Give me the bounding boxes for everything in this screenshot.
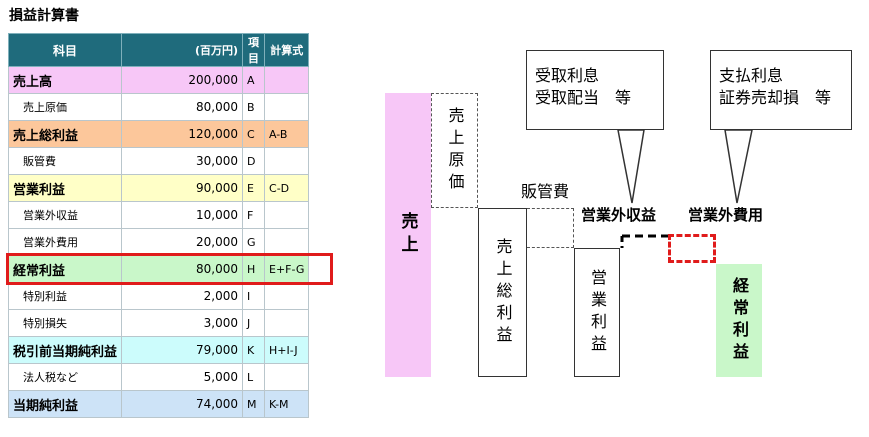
row-formula: [264, 228, 310, 256]
row-code: K: [242, 336, 266, 364]
row-amount: 30,000: [121, 147, 244, 175]
row-subject: 営業利益: [7, 174, 123, 202]
row-formula: C-D: [264, 174, 310, 202]
non-op-expense-box: [668, 234, 716, 263]
cogs-box: 売上原価: [431, 93, 478, 208]
row-subject: 経常利益: [7, 255, 123, 283]
non-op-expense-label: 営業外費用: [688, 206, 764, 224]
row-formula: [264, 282, 310, 310]
row-code: M: [242, 390, 266, 418]
table-row: 特別損失 3,000 J: [7, 309, 310, 337]
table-header: 科目 (百万円) 項目 計算式: [7, 33, 310, 67]
table-row: 経常利益 80,000 H E+F-G: [7, 255, 310, 283]
sales-label: 売上: [397, 212, 418, 258]
sga-label: 販管費: [521, 182, 570, 201]
operating-profit-label: 営業利益: [588, 268, 607, 357]
gross-profit-bar: 売上総利益: [478, 208, 527, 377]
callout-non-op-income: 受取利息 受取配当 等: [526, 50, 664, 130]
callout-income-line1: 受取利息: [535, 66, 600, 85]
row-formula: H+I-J: [264, 336, 310, 364]
row-amount: 20,000: [121, 228, 244, 256]
row-amount: 3,000: [121, 309, 244, 337]
header-subject: 科目: [7, 33, 123, 67]
row-formula: [264, 201, 310, 229]
ordinary-profit-label: 経常利益: [730, 276, 749, 365]
row-formula: [264, 93, 310, 121]
table-row: 営業外収益 10,000 F: [7, 201, 310, 229]
row-amount: 80,000: [121, 255, 244, 283]
row-subject: 特別損失: [7, 309, 123, 337]
ordinary-profit-highlight: [6, 253, 333, 285]
row-formula: K-M: [264, 390, 310, 418]
row-amount: 120,000: [121, 120, 244, 148]
row-code: A: [242, 66, 266, 94]
table-row: 売上原価 80,000 B: [7, 93, 310, 121]
row-formula: [264, 147, 310, 175]
header-amount: (百万円): [121, 33, 244, 67]
callout-expense-line1: 支払利息: [719, 66, 784, 85]
row-subject: 売上総利益: [7, 120, 123, 148]
row-amount: 79,000: [121, 336, 244, 364]
row-formula: E+F-G: [264, 255, 310, 283]
ordinary-profit-bar: 経常利益: [716, 264, 762, 377]
table-row: 営業外費用 20,000 G: [7, 228, 310, 256]
sga-box: [527, 208, 574, 248]
page-title: 損益計算書: [9, 8, 79, 24]
operating-profit-bar: 営業利益: [574, 248, 620, 377]
row-subject: 税引前当期純利益: [7, 336, 123, 364]
callout-income-line2: 受取配当 等: [535, 88, 632, 107]
cogs-label: 売上原価: [445, 106, 465, 195]
non-op-income-label: 営業外収益: [581, 206, 657, 224]
income-statement-table: 科目 (百万円) 項目 計算式 売上高 200,000 A 売上原価 80,00…: [7, 33, 310, 418]
row-code: E: [242, 174, 266, 202]
row-formula: A-B: [264, 120, 310, 148]
gross-profit-label: 売上総利益: [493, 237, 513, 348]
callout-non-op-expense: 支払利息 証券売却損 等: [710, 50, 852, 130]
row-formula: [264, 66, 310, 94]
table-row: 税引前当期純利益 79,000 K H+I-J: [7, 336, 310, 364]
row-subject: 販管費: [7, 147, 123, 175]
table-row: 当期純利益 74,000 M K-M: [7, 390, 310, 418]
row-amount: 74,000: [121, 390, 244, 418]
table-row: 売上総利益 120,000 C A-B: [7, 120, 310, 148]
table-row: 販管費 30,000 D: [7, 147, 310, 175]
sales-bar: 売上: [385, 93, 431, 377]
table-row: 法人税など 5,000 L: [7, 363, 310, 391]
row-subject: 法人税など: [7, 363, 123, 391]
row-subject: 当期純利益: [7, 390, 123, 418]
row-subject: 営業外費用: [7, 228, 123, 256]
row-subject: 売上原価: [7, 93, 123, 121]
callout-expense-line2: 証券売却損 等: [719, 88, 832, 107]
